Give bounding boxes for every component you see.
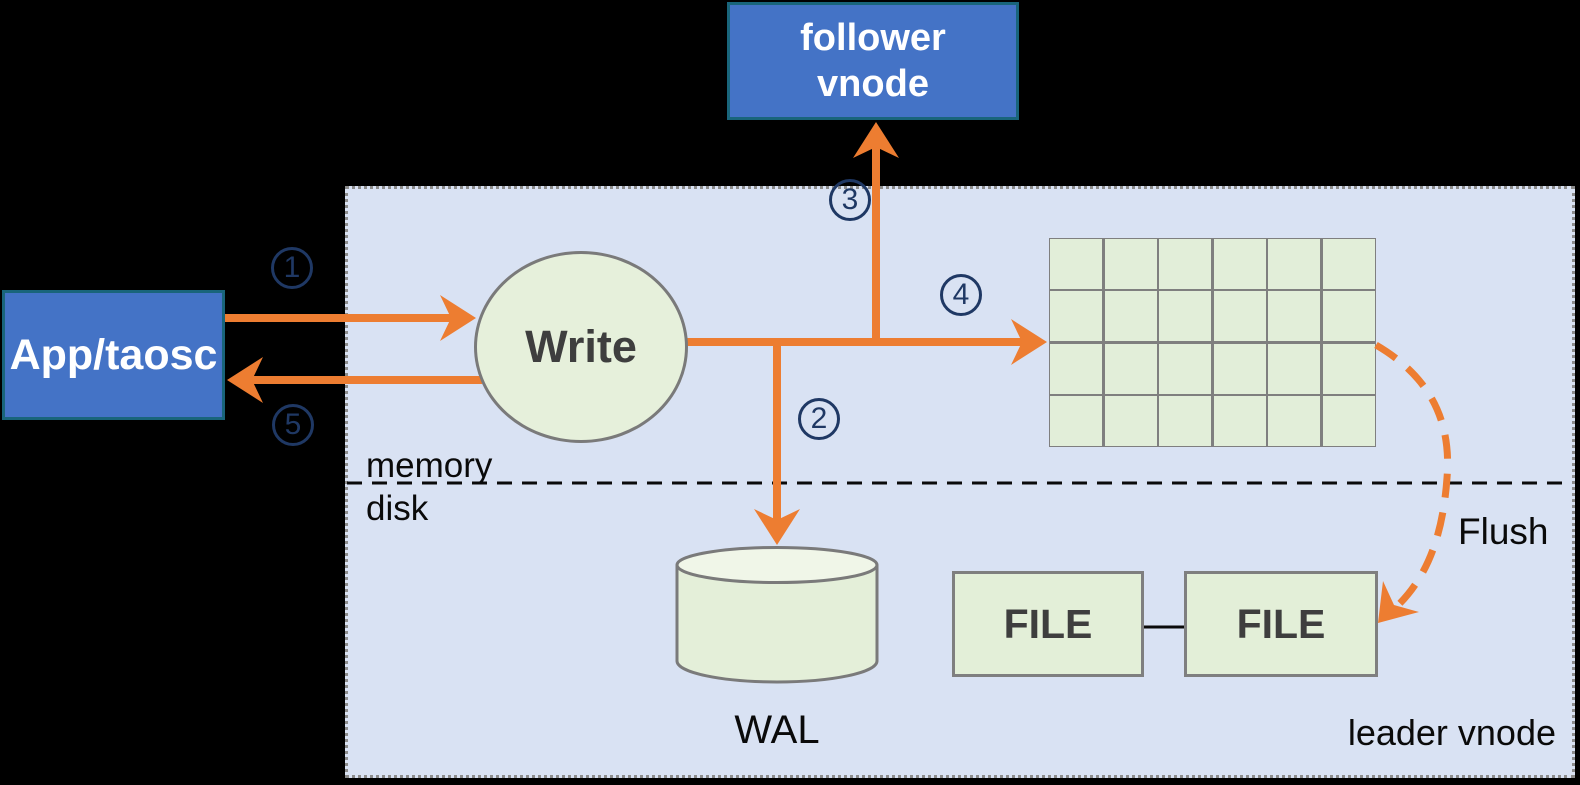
app-taosc-label: App/taosc	[9, 330, 218, 379]
follower-vnode-label-line1: follower	[800, 17, 946, 59]
memtable-cell	[1104, 343, 1157, 394]
memtable-cell	[1213, 396, 1266, 446]
memtable-cell	[1050, 239, 1103, 289]
write-node: Write	[474, 251, 688, 443]
step-2-number: 2	[810, 402, 828, 435]
step-1-number: 1	[283, 251, 301, 284]
file-box-left-label: FILE	[1003, 600, 1093, 647]
follower-vnode-label-line2: vnode	[817, 63, 929, 105]
memtable-cell	[1159, 343, 1212, 394]
memtable-cell	[1213, 291, 1266, 342]
step-5-number: 5	[284, 408, 302, 441]
memtable-cell	[1050, 343, 1103, 394]
memtable-cell	[1322, 396, 1375, 446]
step-4-number: 4	[952, 278, 970, 311]
memtable-cell	[1104, 396, 1157, 446]
memtable-grid	[1049, 238, 1376, 447]
step-3-badge: 3	[829, 179, 871, 221]
memtable-cell	[1213, 343, 1266, 394]
memtable-cell	[1104, 291, 1157, 342]
app-taosc-node: App/taosc	[2, 290, 225, 420]
flush-label: Flush	[1458, 511, 1549, 552]
memtable-cell	[1268, 343, 1321, 394]
memtable-cell	[1268, 291, 1321, 342]
file-box-left: FILE	[952, 571, 1144, 677]
write-node-label: Write	[525, 321, 637, 372]
file-box-right: FILE	[1184, 571, 1378, 677]
memtable-cell	[1322, 239, 1375, 289]
memtable-cell	[1159, 239, 1212, 289]
memtable-cell	[1159, 396, 1212, 446]
follower-vnode-node: follower vnode	[727, 2, 1019, 120]
memtable-cell	[1104, 239, 1157, 289]
memtable-cell	[1050, 396, 1103, 446]
step-3-number: 3	[841, 183, 859, 216]
step-1-badge: 1	[271, 247, 313, 289]
step-2-badge: 2	[798, 398, 840, 440]
memtable-cell	[1322, 343, 1375, 394]
step-5-badge: 5	[272, 404, 314, 446]
memtable-cell	[1268, 396, 1321, 446]
memtable-cell	[1213, 239, 1266, 289]
disk-label: disk	[366, 489, 429, 528]
leader-vnode-label: leader vnode	[1347, 712, 1556, 753]
memory-label: memory	[366, 446, 493, 485]
step-4-badge: 4	[940, 274, 982, 316]
memtable-cell	[1050, 291, 1103, 342]
memtable-cell	[1322, 291, 1375, 342]
memtable-cell	[1159, 291, 1212, 342]
file-box-right-label: FILE	[1236, 600, 1326, 647]
wal-label: WAL	[734, 708, 820, 752]
memtable-cell	[1268, 239, 1321, 289]
